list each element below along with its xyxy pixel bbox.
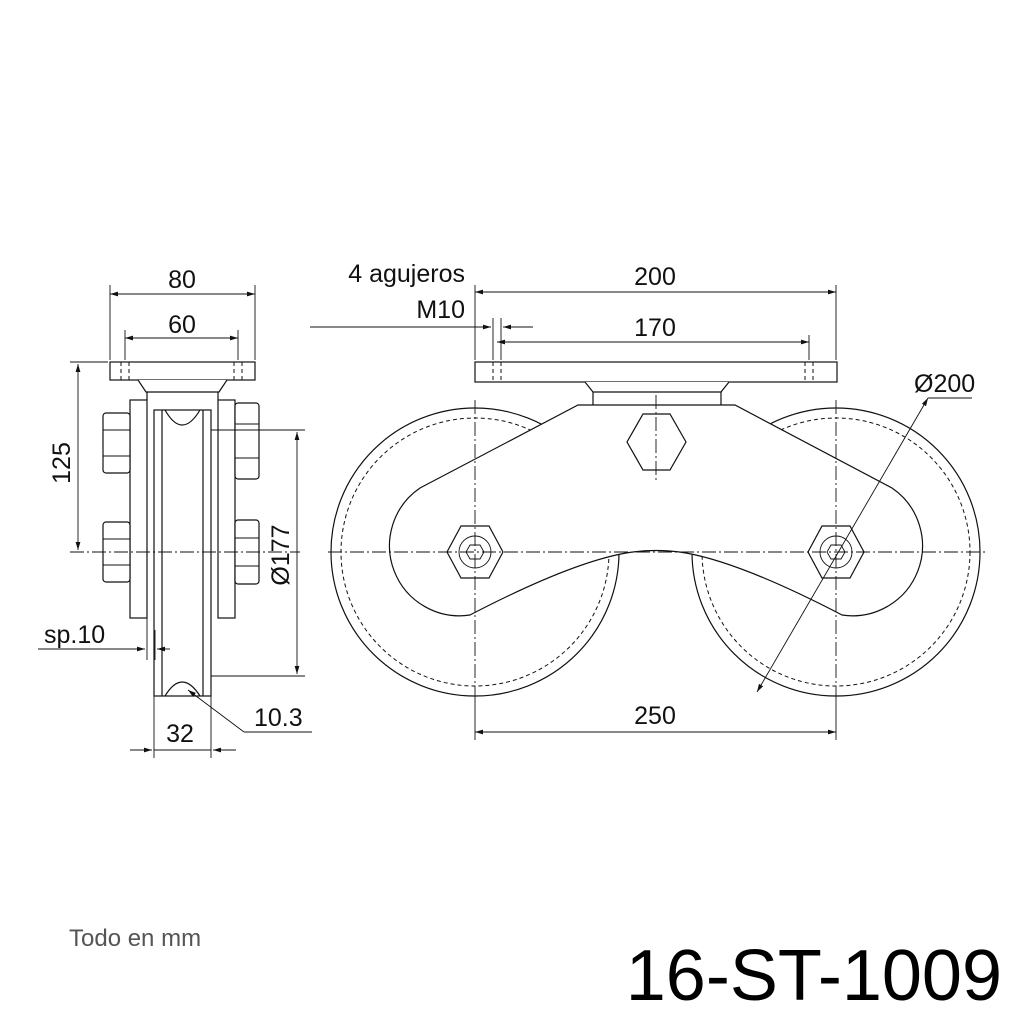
dim-front-plate-length-200: 200 bbox=[634, 263, 676, 291]
front-view: 200 4 agujeros M10 170 Ø200 250 bbox=[310, 260, 985, 740]
dim-side-thickness-sp10: sp.10 bbox=[44, 621, 105, 649]
side-view: 80 60 125 Ø177 sp.10 32 10.3 bbox=[38, 266, 312, 758]
side-mounting-plate bbox=[109, 361, 256, 381]
dim-side-height-125: 125 bbox=[48, 442, 76, 484]
holes-label-line1: 4 agujeros bbox=[348, 260, 465, 288]
front-mounting-plate bbox=[474, 361, 838, 383]
front-center-bolt-icon bbox=[626, 413, 687, 471]
dim-side-radius-10-3: 10.3 bbox=[254, 704, 303, 732]
side-bolt-head-upper-left bbox=[102, 412, 131, 474]
dim-side-groove-32: 32 bbox=[166, 720, 194, 748]
dim-front-wheel-spacing-250: 250 bbox=[634, 702, 676, 730]
dim-side-width-80: 80 bbox=[168, 266, 196, 294]
dim-front-wheel-diameter-200: Ø200 bbox=[914, 370, 975, 398]
product-code: 16-ST-1009 bbox=[625, 936, 1002, 1016]
dim-side-hole-spacing-60: 60 bbox=[168, 311, 196, 339]
dim-front-hole-spacing-170: 170 bbox=[634, 314, 676, 342]
side-nut-upper-right bbox=[234, 402, 260, 480]
units-note: Todo en mm bbox=[69, 925, 202, 952]
dim-side-diameter-177: Ø177 bbox=[267, 524, 295, 585]
holes-label-line2: M10 bbox=[416, 296, 465, 324]
side-plate-left bbox=[129, 399, 148, 619]
side-plate-right bbox=[217, 399, 236, 619]
